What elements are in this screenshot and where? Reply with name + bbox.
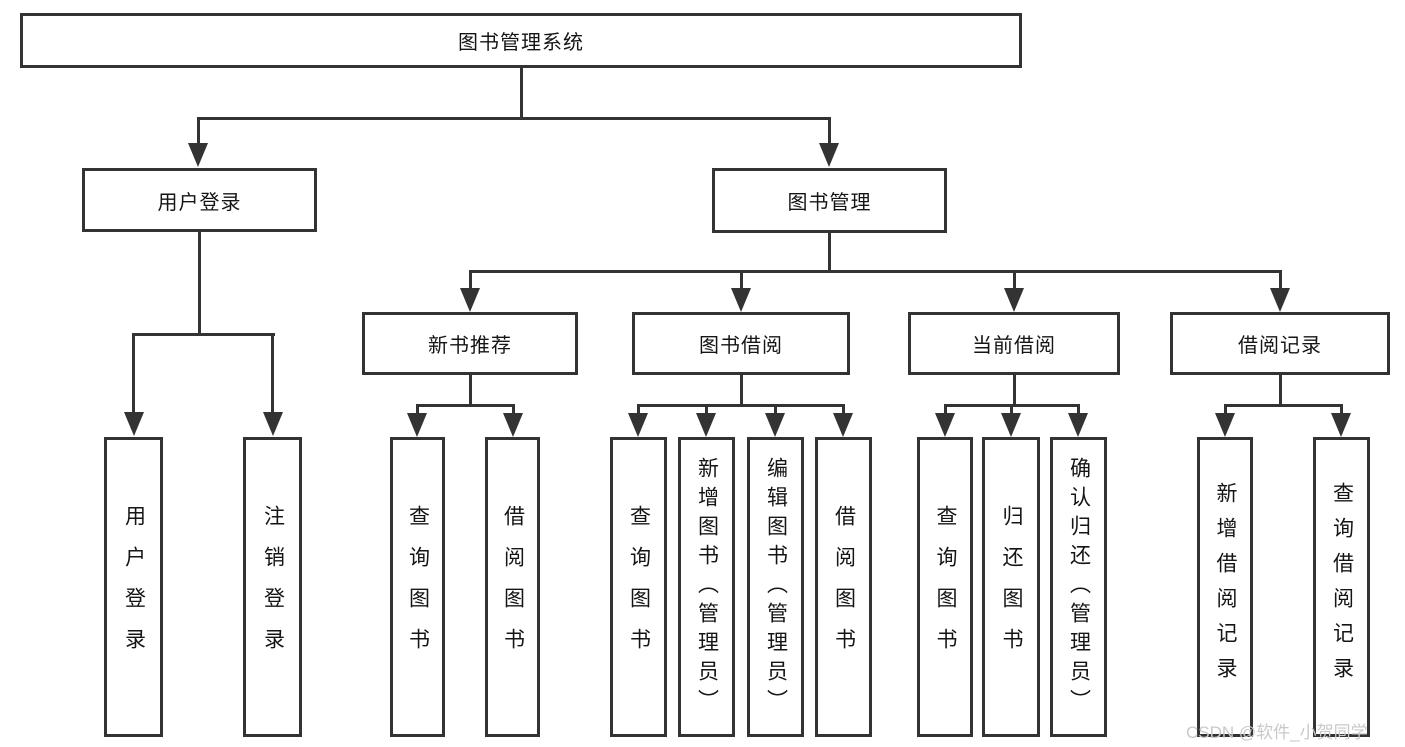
arrow-down-icon	[935, 413, 955, 437]
arrow-down-icon	[1004, 288, 1024, 312]
leaf-borrow-books-1: 借阅图书	[485, 437, 540, 737]
connector-line	[1340, 404, 1343, 415]
arrow-down-icon	[1001, 413, 1021, 437]
leaf-query-borrow-record: 查询借阅记录	[1313, 437, 1370, 737]
arrow-down-icon	[1331, 413, 1351, 437]
connector-line	[416, 404, 419, 415]
arrow-down-icon	[819, 143, 839, 167]
arrow-down-icon	[765, 413, 785, 437]
connector-line	[774, 404, 777, 415]
connector-line	[271, 333, 274, 413]
leaf-borrow-books-2: 借阅图书	[815, 437, 872, 737]
leaf-logout: 注销登录	[243, 437, 302, 737]
arrow-down-icon	[503, 413, 523, 437]
connector-line	[1279, 375, 1282, 407]
connector-line	[1224, 404, 1343, 407]
csdn-watermark: CSDN @软件_小贺同学	[1186, 723, 1368, 742]
connector-line	[740, 375, 743, 407]
connector-line	[740, 270, 743, 290]
connector-line	[132, 333, 135, 413]
connector-line	[705, 404, 708, 415]
node-user-login: 用户登录	[82, 168, 317, 232]
arrow-down-icon	[833, 413, 853, 437]
arrow-down-icon	[1215, 413, 1235, 437]
leaf-edit-books-admin: 编辑图书（管理员）	[747, 437, 804, 737]
connector-line	[637, 404, 845, 407]
node-current-borrow: 当前借阅	[908, 312, 1120, 375]
connector-line	[469, 270, 1282, 273]
connector-line	[197, 117, 831, 120]
leaf-return-books: 归还图书	[982, 437, 1040, 737]
leaf-confirm-return-admin: 确认归还（管理员）	[1050, 437, 1107, 737]
connector-line	[842, 404, 845, 415]
arrow-down-icon	[124, 412, 144, 436]
node-borrow-records: 借阅记录	[1170, 312, 1390, 375]
connector-line	[198, 232, 201, 336]
connector-line	[1224, 404, 1227, 415]
connector-line	[132, 333, 275, 336]
arrow-down-icon	[1068, 413, 1088, 437]
arrow-down-icon	[1270, 288, 1290, 312]
connector-line	[828, 117, 831, 145]
connector-line	[637, 404, 640, 415]
node-book-borrow: 图书借阅	[632, 312, 850, 375]
connector-line	[1279, 270, 1282, 290]
connector-line	[944, 404, 947, 415]
arrow-down-icon	[263, 412, 283, 436]
connector-line	[1077, 404, 1080, 415]
connector-line	[469, 375, 472, 407]
connector-line	[469, 270, 472, 290]
leaf-query-books-2: 查询图书	[610, 437, 667, 737]
arrow-down-icon	[188, 143, 208, 167]
connector-line	[1010, 404, 1013, 415]
connector-line	[197, 117, 200, 145]
leaf-user-login: 用户登录	[104, 437, 163, 737]
connector-line	[1013, 375, 1016, 407]
node-root: 图书管理系统	[20, 13, 1022, 68]
leaf-query-books-1: 查询图书	[390, 437, 445, 737]
node-book-management: 图书管理	[712, 168, 947, 233]
leaf-add-borrow-record: 新增借阅记录	[1197, 437, 1253, 737]
arrow-down-icon	[696, 413, 716, 437]
connector-line	[512, 404, 515, 415]
connector-line	[1013, 270, 1016, 290]
arrow-down-icon	[460, 288, 480, 312]
arrow-down-icon	[407, 413, 427, 437]
connector-line	[520, 68, 523, 120]
connector-line	[828, 233, 831, 273]
connector-line	[416, 404, 515, 407]
node-new-book-recommend: 新书推荐	[362, 312, 578, 375]
arrow-down-icon	[628, 413, 648, 437]
leaf-query-books-3: 查询图书	[917, 437, 973, 737]
leaf-add-books-admin: 新增图书（管理员）	[678, 437, 735, 737]
arrow-down-icon	[731, 288, 751, 312]
